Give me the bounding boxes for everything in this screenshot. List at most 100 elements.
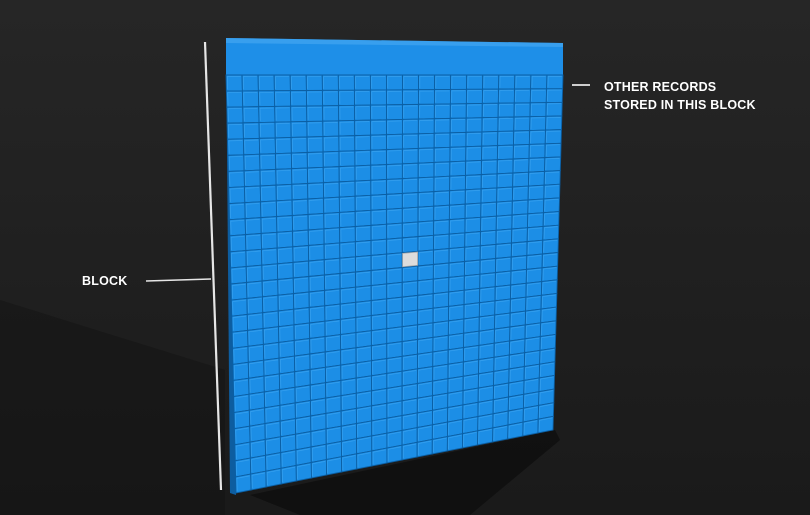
- record-cell-bevel: [403, 149, 418, 163]
- record-cell-bevel: [309, 276, 324, 291]
- record-cell-bevel: [542, 280, 556, 294]
- record-cell-bevel: [463, 432, 477, 447]
- record-cell-bevel: [387, 283, 402, 298]
- record-cell: [466, 74, 484, 90]
- record-cell-bevel: [356, 256, 370, 271]
- record-cell-bevel: [340, 167, 354, 181]
- record-cell-bevel: [529, 172, 544, 185]
- record-cell-bevel: [483, 76, 498, 88]
- record-cell-bevel: [261, 186, 275, 201]
- record-cell: [273, 74, 291, 92]
- record-cell-bevel: [546, 103, 561, 115]
- record-cell-bevel: [295, 386, 310, 402]
- record-cell-bevel: [372, 359, 386, 375]
- record-cell-bevel: [371, 165, 386, 179]
- record-cell-bevel: [262, 249, 276, 264]
- record-cell-bevel: [464, 303, 479, 318]
- record-cell-bevel: [434, 235, 449, 249]
- record-cell-bevel: [450, 219, 464, 233]
- record-cell-bevel: [323, 76, 338, 89]
- record-cell-bevel: [357, 392, 371, 407]
- record-cell-bevel: [372, 389, 386, 405]
- record-cell-bevel: [387, 253, 402, 268]
- record-cell-bevel: [341, 364, 355, 379]
- record-cell: [465, 88, 484, 105]
- record-cell-bevel: [387, 431, 401, 447]
- record-cell-bevel: [292, 169, 307, 183]
- record-cell-bevel: [545, 144, 560, 157]
- record-cell-bevel: [496, 272, 510, 286]
- record-cell-bevel: [450, 176, 465, 190]
- record-cell-bevel: [498, 132, 513, 145]
- record-cell-bevel: [245, 171, 259, 186]
- record-cell-bevel: [307, 91, 322, 105]
- record-cell-bevel: [263, 312, 278, 327]
- record-cell-bevel: [263, 280, 277, 296]
- record-cell-bevel: [528, 227, 542, 241]
- record-cell-bevel: [372, 434, 386, 450]
- record-cell-bevel: [434, 206, 449, 220]
- record-cell-bevel: [324, 198, 339, 212]
- record-cell-bevel: [540, 335, 555, 349]
- record-cell-bevel: [419, 134, 433, 147]
- record-cell: [497, 102, 515, 118]
- record-cell-bevel: [277, 232, 292, 247]
- record-cell-bevel: [508, 423, 522, 438]
- record-cell-bevel: [465, 261, 479, 275]
- record-cell-bevel: [262, 233, 276, 248]
- record-cell-bevel: [236, 459, 250, 476]
- record-cell-bevel: [311, 384, 325, 399]
- record-cell-bevel: [448, 363, 463, 378]
- record-cell-bevel: [463, 389, 478, 404]
- record-cell-bevel: [293, 246, 308, 261]
- record-cell-bevel: [307, 76, 322, 89]
- record-cell-bevel: [248, 314, 262, 329]
- record-cell-bevel: [387, 76, 402, 89]
- record-cell-bevel: [498, 146, 513, 159]
- record-cell-bevel: [248, 345, 263, 361]
- record-cell-bevel: [403, 164, 417, 178]
- record-cell-bevel: [499, 76, 514, 88]
- record-cell-bevel: [356, 286, 370, 301]
- record-cell: [481, 88, 500, 104]
- record-cell: [274, 136, 292, 155]
- record-cell-bevel: [276, 138, 290, 153]
- record-cell-bevel: [448, 391, 462, 406]
- record-cell-bevel: [387, 120, 402, 134]
- record-cell-bevel: [466, 118, 481, 131]
- record-cell-bevel: [403, 370, 417, 385]
- record-cell-bevel: [308, 214, 323, 229]
- record-cell-bevel: [278, 279, 293, 294]
- record-cell-bevel: [387, 298, 402, 313]
- record-cell: [273, 90, 292, 107]
- record-cell-bevel: [234, 395, 248, 411]
- record-cell-bevel: [433, 307, 448, 322]
- record-cell-bevel: [547, 76, 562, 88]
- record-cell-bevel: [526, 296, 541, 310]
- record-cell-bevel: [266, 469, 280, 486]
- record-cell-bevel: [450, 233, 464, 247]
- record-cell-bevel: [372, 270, 386, 284]
- record-cell-bevel: [525, 324, 540, 338]
- record-cell-bevel: [341, 349, 355, 364]
- record-cell: [275, 152, 293, 170]
- record-cell-bevel: [479, 330, 494, 344]
- record-cell: [497, 116, 515, 132]
- record-cell-bevel: [280, 373, 294, 388]
- record-cell-bevel: [326, 397, 340, 412]
- record-cell-bevel: [307, 106, 322, 120]
- record-cell-bevel: [418, 324, 432, 338]
- record-cell-bevel: [511, 284, 526, 298]
- record-cell-bevel: [419, 178, 433, 191]
- record-cell-bevel: [482, 146, 497, 159]
- record-cell-bevel: [418, 192, 433, 206]
- record-cell-bevel: [372, 329, 386, 345]
- record-cell-bevel: [510, 312, 525, 326]
- record-cell-bevel: [293, 200, 307, 214]
- record-cell-bevel: [449, 262, 464, 276]
- record-cell-bevel: [510, 326, 525, 340]
- record-cell-bevel: [355, 166, 370, 180]
- record-cell-bevel: [433, 408, 447, 424]
- record-cell-bevel: [526, 310, 540, 324]
- record-cell: [386, 118, 403, 136]
